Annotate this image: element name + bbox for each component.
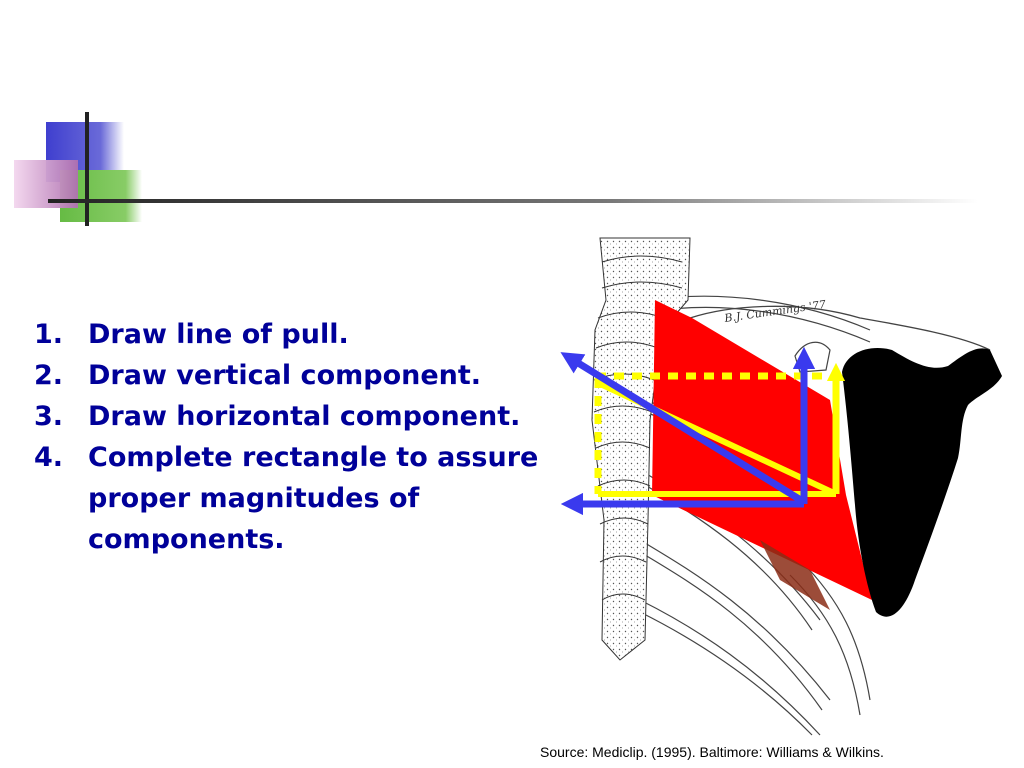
instruction-step-4: 4. Complete rectangle to assure proper m… [34, 437, 554, 560]
step-text: Draw vertical component. [88, 360, 482, 391]
instruction-step-1: 1. Draw line of pull. [34, 314, 554, 355]
step-number: 2. [34, 360, 64, 391]
step-text: Draw horizontal component. [88, 401, 521, 432]
step-text: Draw line of pull. [88, 319, 349, 350]
step-number: 4. [34, 442, 64, 473]
step-text: Complete rectangle to assure proper magn… [88, 442, 539, 555]
vertical-rule [85, 112, 89, 226]
instruction-list: 1. Draw line of pull. 2. Draw vertical c… [34, 314, 554, 560]
line-of-pull-arrow [560, 352, 806, 505]
instruction-step-2: 2. Draw vertical component. [34, 355, 554, 396]
instruction-step-3: 3. Draw horizontal component. [34, 396, 554, 437]
horizontal-rule [48, 199, 978, 203]
vector-diagram [560, 346, 846, 516]
rhomboid-vector-illustration: B.J. Cummings '77 [560, 237, 1002, 736]
spine [591, 237, 691, 661]
step-number: 1. [34, 319, 64, 350]
source-citation: Source: Mediclip. (1995). Baltimore: Wil… [540, 744, 884, 760]
clavicle [689, 305, 991, 351]
muscle-fibers [760, 540, 830, 610]
slide-decoration [14, 112, 978, 226]
step-number: 3. [34, 401, 64, 432]
acromion [794, 341, 831, 373]
scapula [842, 348, 1002, 617]
